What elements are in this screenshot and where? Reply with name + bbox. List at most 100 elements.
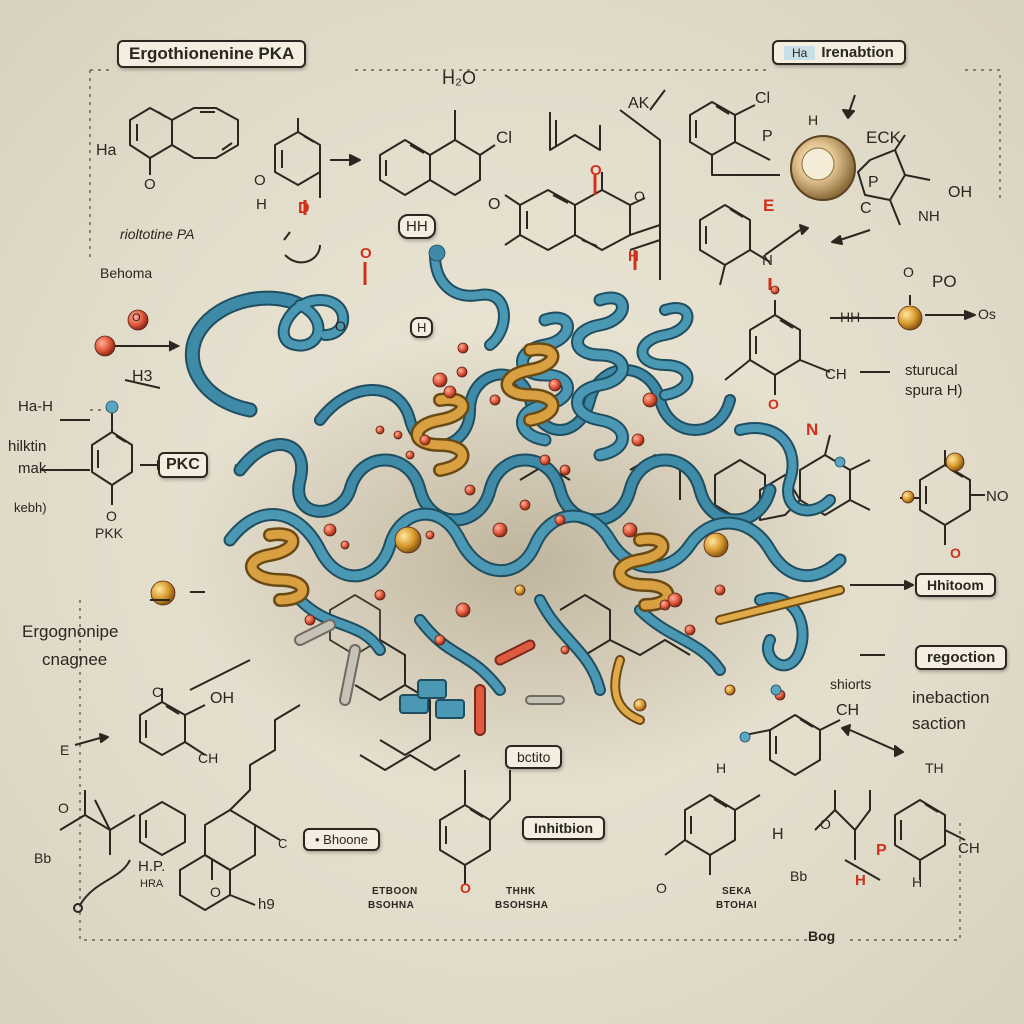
label-bog: Bog [808, 928, 836, 944]
sym-nh: NH [918, 208, 940, 225]
bhoone-box: • Bhoone [303, 828, 380, 851]
sym-o-red-5: O [460, 880, 471, 896]
label-ineb: inebaction [912, 688, 990, 707]
label-pkk: PKK [95, 525, 124, 541]
sym-cl-2: Cl [755, 90, 771, 107]
sym-bb: Bb [34, 850, 52, 866]
sym-o-red-1: O [590, 162, 602, 179]
sym-o-naph: O [488, 196, 501, 213]
sym-o-red-2: O [360, 245, 372, 262]
sym-h-2: H [256, 196, 267, 213]
chemical-structures [40, 89, 985, 913]
pkc-box: PKC [158, 452, 208, 478]
sym-o-fused: O [210, 884, 221, 900]
sym-h-rm: H [716, 760, 727, 776]
sym-n-right: N [762, 252, 773, 269]
sym-ha-left: Ha [96, 142, 117, 159]
label-erg1: Ergognonipe [22, 622, 119, 641]
hinge-arrows [115, 231, 321, 601]
sym-o-pkk: O [106, 508, 117, 524]
label-stion: shiorts [830, 676, 872, 692]
sym-o-red-4: O [950, 545, 961, 561]
label-erg2: cnagnee [42, 650, 108, 669]
sym-h-br: H [912, 874, 923, 890]
title-box: Ergothionenine PKA [117, 40, 307, 68]
sym-d-red: D [298, 200, 310, 217]
sym-h9: h9 [258, 896, 275, 913]
label-left-sub2: Behoma [100, 265, 153, 281]
label-btxt1a: ETBOON [372, 886, 418, 897]
regoction-box: regoction [915, 645, 1008, 670]
protein-ribbon [184, 249, 847, 736]
sym-h2o: H₂O [442, 68, 476, 88]
sym-o-mid: O [335, 318, 346, 334]
label-btxt2b: BSOHSHA [495, 900, 549, 911]
bctito-box: bctito [505, 745, 563, 769]
beta-sheet-blocks [399, 679, 465, 719]
sym-p-red: P [876, 842, 887, 859]
label-struct1: sturucal [905, 362, 958, 379]
sym-b-br: Bb [790, 868, 808, 884]
sym-e-bl: E [60, 742, 70, 758]
sym-oh: OH [948, 184, 972, 201]
hhitoom-box: Hhitoom [915, 573, 996, 597]
label-btxt1b: BSOHNA [368, 900, 415, 911]
sym-hp: H.P. [138, 858, 166, 875]
sym-c-fused: C [278, 836, 288, 851]
sym-os: Os [978, 306, 996, 322]
label-btxt2a: THHK [506, 886, 536, 897]
sym-o-br2: O [820, 816, 831, 832]
sym-ch-rm: CH [836, 702, 860, 719]
hh-badge: HH [398, 214, 436, 239]
sym-o-bl2: O [58, 800, 69, 816]
sym-pa: P [762, 128, 773, 145]
sym-ch-bl: CH [198, 750, 219, 766]
label-struct2: spura H) [905, 382, 963, 399]
sym-p-ring: P [868, 174, 879, 191]
atom-spheres [94, 244, 965, 743]
title-tag-box: Ha Irenabtion [772, 40, 906, 65]
sym-n-red: N [806, 420, 819, 439]
sym-h-red: H [628, 248, 639, 265]
sym-h-red-2: H [855, 872, 866, 889]
sym-o-br: O [656, 880, 667, 896]
label-th: TH [925, 760, 944, 776]
label-hydrogen: Ha-H [18, 398, 54, 415]
title-tag-text: Irenabtion [821, 44, 894, 61]
sym-h3: H3 [132, 368, 153, 385]
sym-po3: PO [932, 272, 957, 291]
sym-o-2: O [254, 172, 266, 189]
sym-oh-2: O [634, 188, 645, 204]
sym-h-right: HH [840, 309, 861, 325]
sym-hra: HRA [140, 878, 164, 890]
label-mak: mak [18, 460, 47, 477]
label-saction: saction [912, 714, 966, 733]
sym-ak: AK [628, 95, 650, 112]
sym-o-red-3: O [768, 396, 779, 412]
sym-hs: H [808, 112, 819, 128]
sym-ch3: CH [825, 366, 847, 383]
sym-o-1: O [144, 176, 156, 193]
sym-eck: ECK [866, 128, 901, 147]
sym-o-gold-left: O [132, 312, 141, 324]
inhibition-box: Inhitbion [522, 816, 606, 840]
enzyme-sphere-core [801, 147, 835, 181]
label-btxt3b: BTOHAI [716, 900, 758, 911]
sym-c-bl: C [152, 684, 163, 700]
sym-cl-1: Cl [496, 128, 513, 147]
sym-ch-br: CH [958, 840, 980, 857]
sym-e-red: E [763, 196, 775, 215]
label-left-sub: rioltotine PA [120, 226, 195, 242]
sym-oh-bl: OH [210, 690, 234, 707]
sym-hk: H [772, 826, 784, 843]
sym-o-po: O [903, 264, 914, 280]
sym-no: NO [986, 488, 1009, 505]
sym-c-ring: C [860, 200, 872, 217]
label-hilkin: hilktin [8, 438, 47, 455]
label-btxt3a: SEKA [722, 886, 752, 897]
red-bond-accents [303, 175, 772, 290]
h-badge: H [410, 317, 434, 338]
title-tag-prefix: Ha [784, 46, 816, 60]
